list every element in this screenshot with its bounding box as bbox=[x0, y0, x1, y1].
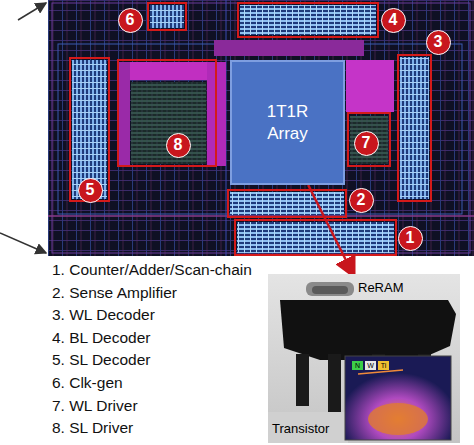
element-tag: N bbox=[352, 361, 363, 370]
callout-number: 6 bbox=[118, 8, 143, 33]
tem-image-panel: ReRAM Transistor bbox=[268, 274, 460, 443]
callout-number: 2 bbox=[349, 188, 374, 213]
callout-number: 1 bbox=[398, 226, 423, 251]
part-label: Transistor bbox=[272, 421, 329, 436]
tem-micrograph bbox=[268, 274, 460, 443]
callout-number: 4 bbox=[381, 8, 406, 33]
callout-number: 7 bbox=[354, 131, 379, 156]
callout-number: 8 bbox=[166, 133, 191, 158]
block-label: 1T1R Array bbox=[250, 101, 326, 144]
element-tag: Ti bbox=[378, 361, 389, 370]
callout-number: 2 bbox=[357, 192, 366, 208]
callout-number: 5 bbox=[86, 182, 95, 198]
legend-list-item: 7. WL Driver bbox=[52, 397, 138, 415]
array-block: 1T1R Array bbox=[230, 60, 345, 185]
callout-number: 6 bbox=[126, 12, 135, 28]
callout-number: 1 bbox=[406, 230, 415, 246]
legend-list-item: 3. WL Decoder bbox=[52, 306, 155, 324]
callout-number: 3 bbox=[426, 30, 451, 55]
legend-list-item: 8. SL Driver bbox=[52, 419, 133, 437]
callout-number: 4 bbox=[389, 12, 398, 28]
legend-list-item: 1. Counter/Adder/Scan-chain bbox=[52, 261, 252, 279]
legend-list-item: 5. SL Decoder bbox=[52, 351, 151, 369]
legend-list-item: 4. BL Decoder bbox=[52, 329, 151, 347]
callout-number: 8 bbox=[174, 137, 183, 153]
callout-number: 3 bbox=[434, 34, 443, 50]
callout-number: 5 bbox=[78, 178, 103, 203]
element-tag: W bbox=[365, 361, 376, 370]
part-label: ReRAM bbox=[358, 280, 404, 295]
callout-number: 7 bbox=[362, 135, 371, 151]
pointer-arrow bbox=[308, 185, 354, 277]
legend-list-item: 2. Sense Amplifier bbox=[52, 284, 177, 302]
legend-list-item: 6. Clk-gen bbox=[52, 374, 123, 392]
